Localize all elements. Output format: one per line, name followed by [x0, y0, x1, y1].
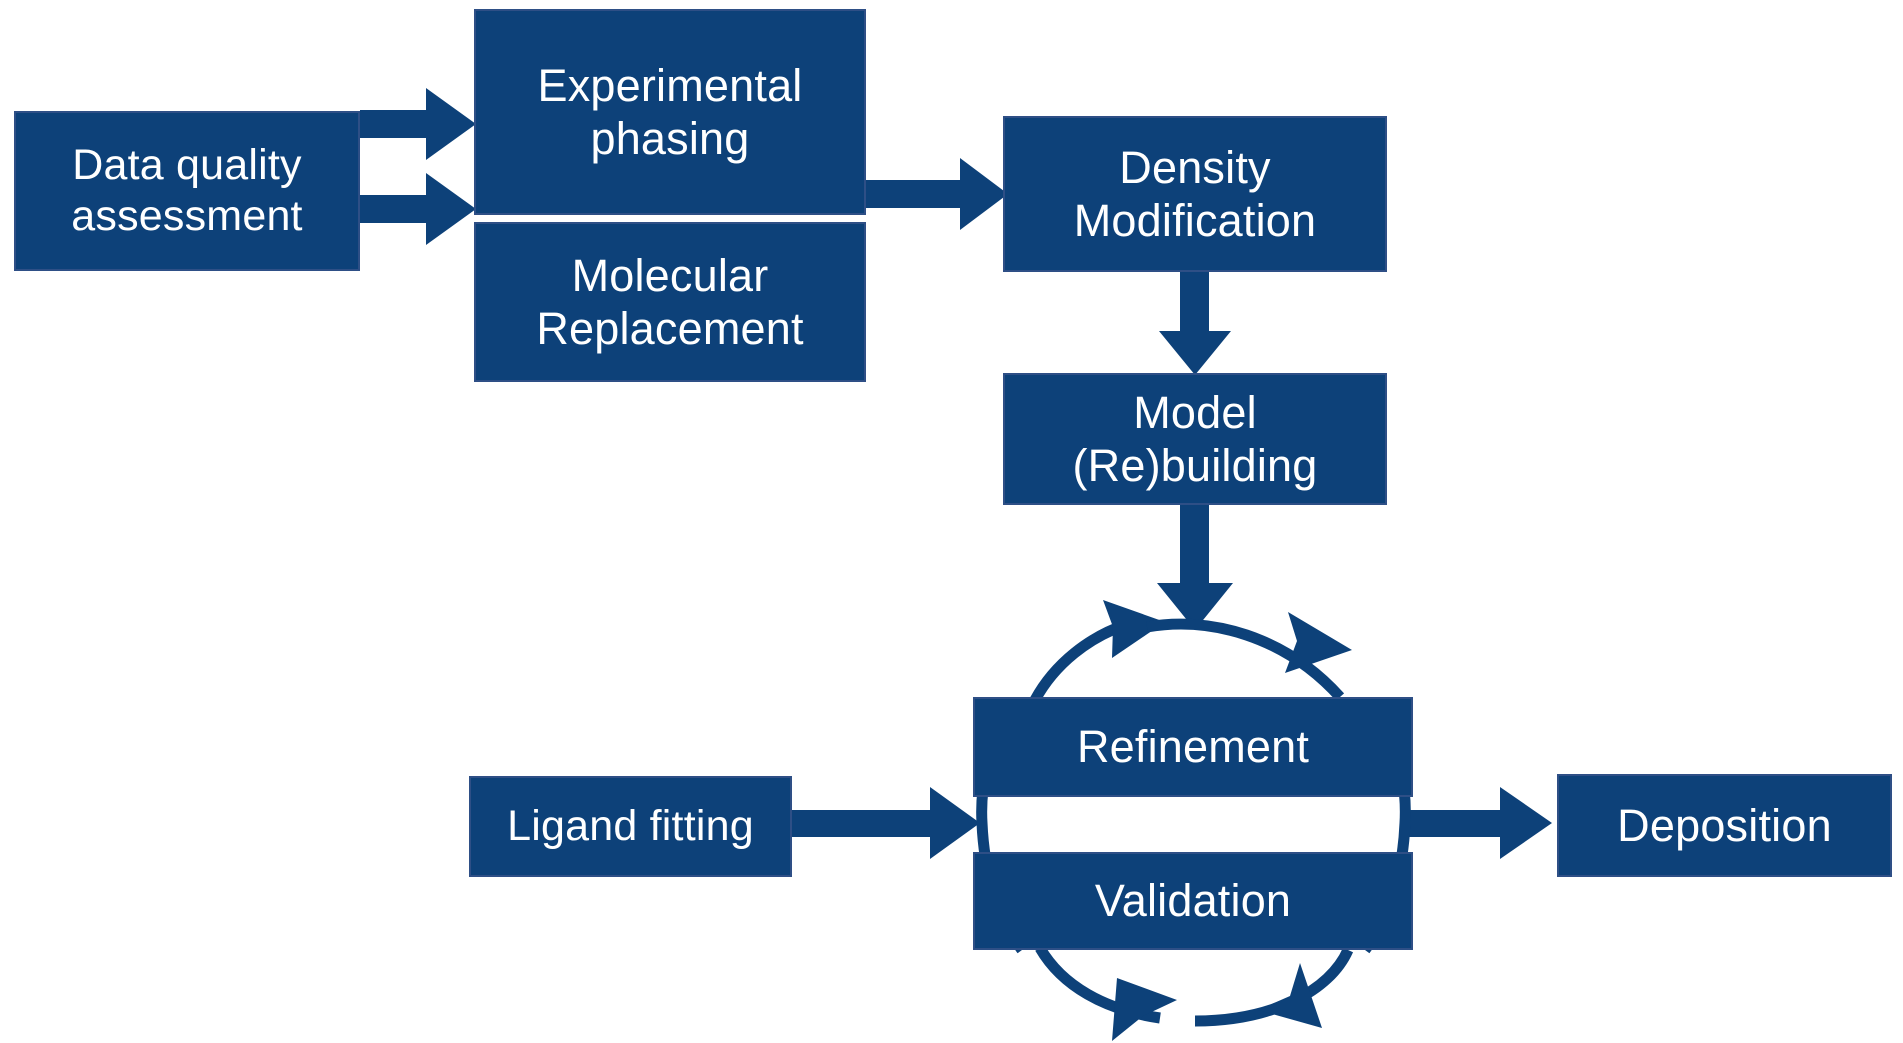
cycle-arc-top-left [1030, 600, 1165, 703]
arrow-cycle-to-deposition [1405, 787, 1552, 859]
node-data-quality-assessment[interactable]: Data quality assessment [14, 111, 360, 271]
node-label: Validation [1094, 875, 1292, 927]
node-density-modification[interactable]: Density Modification [1003, 116, 1387, 272]
node-label: Model (Re)building [1072, 386, 1318, 491]
node-label: Ligand fitting [507, 802, 754, 851]
node-label: Refinement [1076, 721, 1310, 773]
node-label: Molecular Replacement [536, 249, 804, 354]
node-molecular-replacement[interactable]: Molecular Replacement [474, 222, 866, 382]
node-experimental-phasing[interactable]: Experimental phasing [474, 9, 866, 215]
node-deposition[interactable]: Deposition [1557, 774, 1892, 877]
arrow-ligand-to-cycle [792, 787, 980, 859]
node-label: Deposition [1617, 799, 1832, 851]
node-model-rebuilding[interactable]: Model (Re)building [1003, 373, 1387, 505]
arrow-data-quality-to-molecular [360, 173, 476, 245]
node-ligand-fitting[interactable]: Ligand fitting [469, 776, 792, 877]
node-label: Data quality assessment [71, 141, 303, 240]
arrow-data-quality-to-experimental [360, 88, 476, 160]
node-label: Density Modification [1073, 141, 1317, 246]
cycle-arc-top-right [1146, 612, 1352, 701]
arrow-model-to-cycle [1157, 505, 1233, 630]
node-refinement[interactable]: Refinement [973, 697, 1413, 797]
cycle-arc-bottom-right [1194, 947, 1354, 1028]
arrow-density-to-model [1159, 272, 1231, 375]
arrow-phasing-to-density [866, 158, 1008, 230]
cycle-arc-bottom-left [1035, 945, 1177, 1041]
node-label: Experimental phasing [537, 59, 803, 164]
node-validation[interactable]: Validation [973, 852, 1413, 950]
